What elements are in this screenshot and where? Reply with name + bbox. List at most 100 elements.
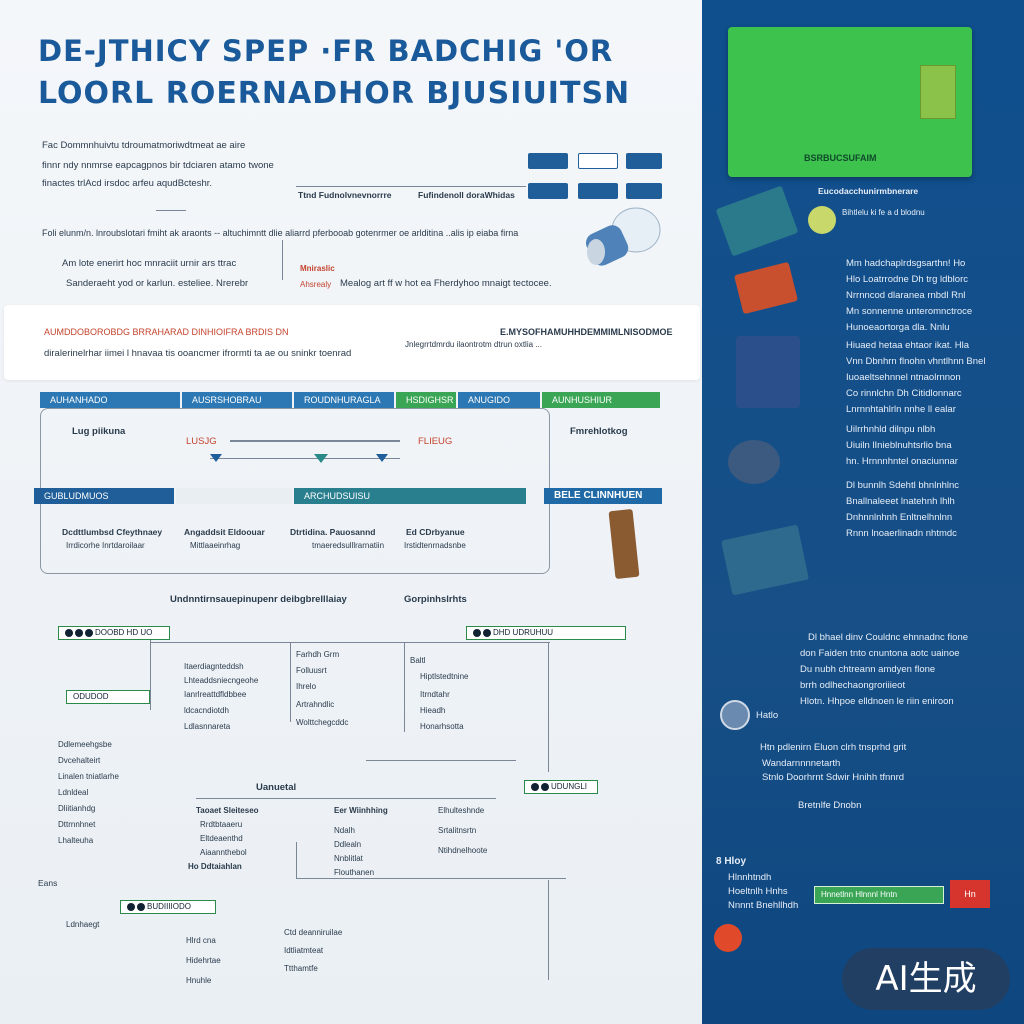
- flow-connector: [230, 440, 400, 442]
- col2-item: Ihrelo: [296, 682, 317, 691]
- right-para6-line: Htn pdlenirn Eluon clrh tnsprhd grit: [760, 742, 907, 753]
- section3-tag-3[interactable]: ODUDOD: [66, 690, 150, 704]
- section2-card: [4, 305, 700, 380]
- section1-red-label: Mniraslic: [300, 264, 335, 273]
- right-para5-line: Hlotn. Hhpoe elldnoen le riin eniroon: [800, 696, 954, 707]
- tree-connector: [404, 642, 405, 732]
- right-bottom-item: Nnnnt Bnehllhdh: [728, 900, 799, 911]
- left-list-item: Linalen tniatlarhe: [58, 772, 119, 781]
- flow-bar2-right[interactable]: BELE CLINNHUEN: [544, 488, 662, 504]
- top-chip-3[interactable]: [626, 153, 662, 169]
- mid2-item: Ddlealn: [334, 840, 362, 849]
- right-para2-line: Hiuaed hetaa ehtaor ikat. Hla: [846, 340, 970, 351]
- section1-note-3: Mealog art ff w hot ea Fherdyhoo mnaigt …: [340, 278, 552, 289]
- connector-line: [296, 186, 526, 187]
- flow-red-2: FLIEUG: [418, 436, 453, 447]
- left-list-item: Lhalteuha: [58, 836, 94, 845]
- flow-segment-1[interactable]: AUHANHADO: [40, 392, 180, 408]
- flow-bar2-left[interactable]: GUBLUDMUOS: [34, 488, 174, 504]
- bottom-tag[interactable]: BUDIIIIODO: [120, 900, 216, 914]
- col1-item: Ldlasnnareta: [184, 722, 231, 731]
- right-para4-line: Bnallnaleeet lnatehnh lhlh: [846, 496, 955, 507]
- bottom-item: Hnuhle: [186, 976, 212, 985]
- right-para5-line: brrh odlhechaongroriiieot: [800, 680, 906, 691]
- col2-item: Farhdh Grm: [296, 650, 340, 659]
- right-para5-line: don Faiden tnto cnuntona aotc uainoe: [800, 648, 960, 659]
- tree-connector: [196, 798, 496, 799]
- top-chip-5[interactable]: [578, 183, 618, 199]
- section3-tag-4[interactable]: UDUNGLI: [524, 780, 598, 794]
- flow-markers: [210, 454, 388, 463]
- tag-label: BUDIIIIODO: [147, 902, 192, 911]
- connector-line: [156, 210, 186, 211]
- left-list-item: Dliitianhdg: [58, 804, 96, 813]
- left-list-item: Ddlemeehgsbe: [58, 740, 112, 749]
- bottom-item: Hlrd cna: [186, 936, 216, 945]
- bottom-mid-item: Ctd deanniruilae: [284, 928, 343, 937]
- right-bottom-item: Hlnnhtndh: [728, 872, 772, 883]
- tag-label: DOOBD HD UO: [95, 628, 153, 637]
- right-para1-line: Nrrnncod dlaranea rnbdl Rnl: [846, 290, 966, 301]
- mid-item: Rrdtbtaaeru: [200, 820, 243, 829]
- flow-segment-6[interactable]: AUNHUSHIUR: [542, 392, 660, 408]
- section3-tag-1[interactable]: DOOBD HD UO: [58, 626, 170, 640]
- section1-note-2: Sanderaeht yod or karlun. esteliee. Nrer…: [66, 278, 249, 289]
- col1-item: Lhteaddsniecngeohe: [184, 676, 259, 685]
- flow-segment-3[interactable]: ROUDNHURAGLA: [294, 392, 394, 408]
- right-para4-line: Dl bunnlh Sdehtl bhnlnhlnc: [846, 480, 960, 491]
- main-infographic-area: [0, 0, 702, 1024]
- flow-left-label: Lug piikuna: [72, 426, 126, 437]
- helmet-illustration: [728, 440, 780, 484]
- left-list-item: Ldnldeal: [58, 788, 89, 797]
- right-para5-line: Dl bhael dinv Couldnc ehnnadnc fione: [808, 632, 969, 643]
- section1-lead: Foli elunm/n. lnroubslotari fmiht ak ara…: [42, 228, 519, 238]
- section3-tag-2[interactable]: DHD UDRUHUU: [466, 626, 626, 640]
- top-chip-1[interactable]: [528, 153, 568, 169]
- col3-item: Baltl: [410, 656, 426, 665]
- section2-right-sub: Jnlegrrtdmrdu ilaontrotm dtrun oxtlia ..…: [405, 340, 542, 349]
- flow-col-3-title: Dtrtidina. Pauosannd: [290, 527, 376, 537]
- col2-item: Folluusrt: [296, 666, 327, 675]
- right-para6-line: Wandarnnnnetarth: [762, 758, 841, 769]
- section1-red-sub: Ahsrealy: [300, 280, 332, 289]
- col3-item: Hieadh: [420, 706, 446, 715]
- right-para2-line: Co rinnlchn Dh Citidlonnarc: [846, 388, 962, 399]
- green-banner[interactable]: Hnnetlnn Hlnnnl Hntn: [814, 886, 944, 904]
- right-para4-line: Dnhnnlnhnh Enltnelhnlnn: [846, 512, 953, 523]
- right-para5-line: Du nubh chtreann amdyen flone: [800, 664, 936, 675]
- col2-item: Wolttchegcddc: [296, 718, 349, 727]
- col3-item: Hiptlstedtnine: [420, 672, 469, 681]
- tree-connector: [296, 878, 566, 879]
- col1-item: Itaerdiagnteddsh: [184, 662, 244, 671]
- right-header: Eucodacchunirmbnerare: [818, 186, 919, 196]
- flow-col-1-title: Dcdttlumbsd Cfeythnaey: [62, 527, 163, 537]
- left-list-item: Dttrnnhnet: [58, 820, 96, 829]
- green-product-card[interactable]: BSRBUCSUFAIM: [728, 27, 972, 177]
- flow-connector: [210, 458, 400, 459]
- col3-item: Itrndtahr: [420, 690, 450, 699]
- flow-bar2-gap: [176, 488, 292, 504]
- intro-line-3: finactes trlAcd irsdoc arfeu aqudBcteshr…: [42, 178, 213, 189]
- pipe-illustration: [585, 207, 661, 266]
- globe-icon: [720, 700, 750, 730]
- section1-mid-label: Ttnd Fudnolvnevnorrre: [298, 190, 392, 200]
- top-chip-2[interactable]: [578, 153, 618, 169]
- flow-segment-2[interactable]: AUSRSHOBRAU: [182, 392, 292, 408]
- right-header-sub: Bihtlelu ki fe a d blodnu: [842, 208, 925, 217]
- mid2-item: Ndalh: [334, 826, 355, 835]
- right-col-item: Elhulteshnde: [438, 806, 485, 815]
- right-para1-line: Mn sonnenne unteromnctroce: [846, 306, 973, 317]
- col1-item: ldcacndiotdh: [184, 706, 229, 715]
- bottom-item: Hidehrtae: [186, 956, 221, 965]
- tree-connector: [548, 642, 549, 772]
- page-title-line-2: LOORL ROERNADHOR BJUSIUITSN: [38, 76, 631, 111]
- flow-bar2-mid[interactable]: ARCHUDSUISU: [294, 488, 526, 504]
- right-para6-line: Stnlo Doorhrnt Sdwir Hnihh tfnnrd: [762, 772, 905, 783]
- flow-segment-5[interactable]: ANUGIDO: [458, 392, 540, 408]
- top-chip-6[interactable]: [626, 183, 662, 199]
- right-para3-line: Uiuiln lInieblnuhtsrlio bna: [846, 440, 952, 451]
- right-para2-line: Iuoaeltsehnnel ntnaolrnnon: [846, 372, 961, 383]
- right-para1-line: Mm hadchaplrdsgsarthn! Ho: [846, 258, 966, 269]
- top-chip-4[interactable]: [528, 183, 568, 199]
- flow-segment-4[interactable]: HSDIGHSR: [396, 392, 456, 408]
